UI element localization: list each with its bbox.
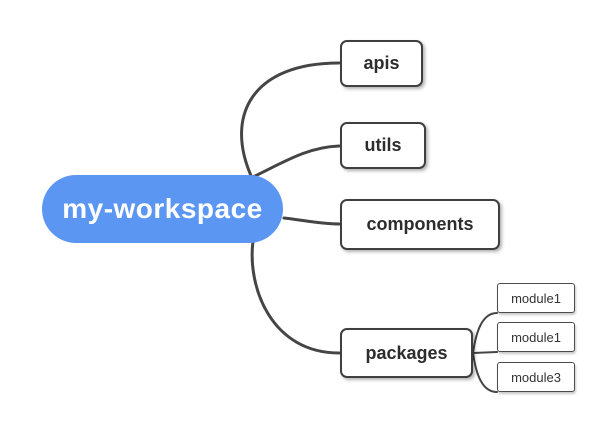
- root-node-label: my-workspace: [62, 193, 263, 224]
- edge-root-apis: [240, 61, 341, 180]
- edge-packages-module1b: [472, 351, 498, 354]
- branch-node-components[interactable]: components: [340, 199, 500, 250]
- leaf-node-label: module3: [511, 369, 561, 385]
- leaf-node-module1-second[interactable]: module1: [497, 322, 575, 352]
- branch-node-label: apis: [363, 53, 400, 73]
- edge-packages-module3: [472, 352, 498, 393]
- branch-node-packages[interactable]: packages: [340, 328, 473, 378]
- edge-root-utils: [251, 144, 341, 179]
- branch-node-apis[interactable]: apis: [340, 40, 423, 87]
- leaf-node-label: module1: [511, 329, 561, 345]
- branch-node-label: components: [366, 214, 474, 234]
- branch-node-label: utils: [364, 135, 402, 155]
- branch-node-label: packages: [365, 342, 448, 363]
- leaf-node-module1-first[interactable]: module1: [497, 283, 575, 313]
- edge-root-packages: [250, 239, 341, 355]
- root-node-my-workspace[interactable]: my-workspace: [42, 175, 283, 243]
- edge-packages-module1a: [472, 312, 498, 354]
- leaf-node-module3[interactable]: module3: [497, 362, 575, 392]
- branch-node-utils[interactable]: utils: [340, 122, 426, 169]
- leaf-node-label: module1: [511, 290, 561, 306]
- edge-root-components: [282, 216, 341, 226]
